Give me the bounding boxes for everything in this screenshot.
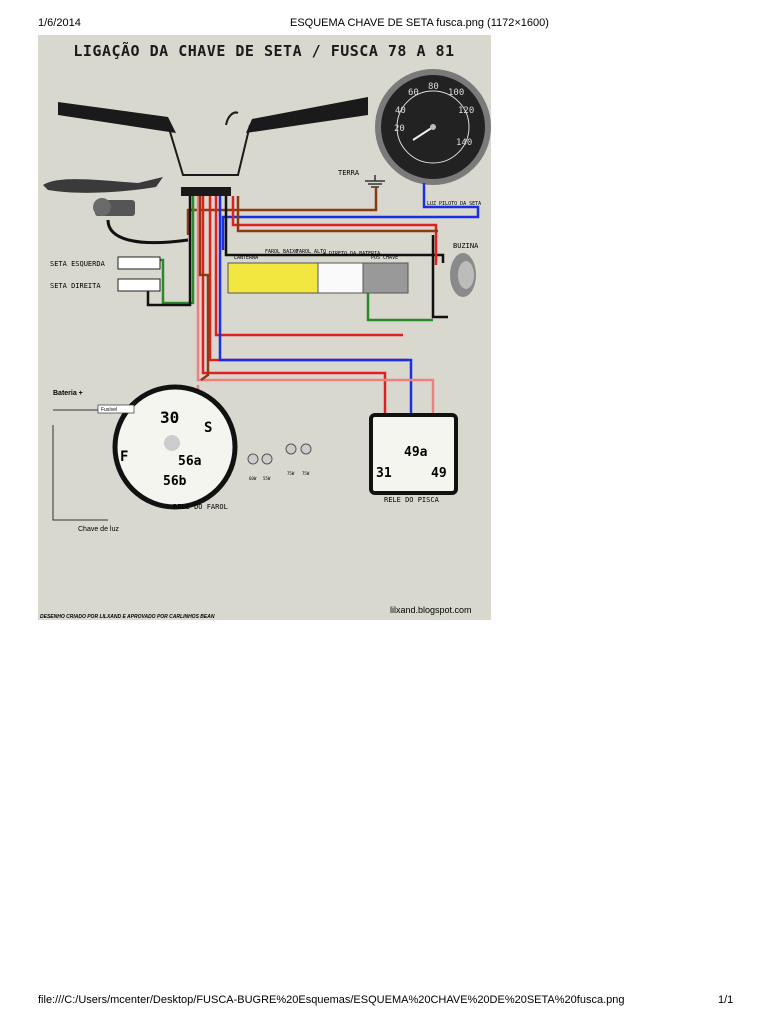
- seta-esquerda-connector: [117, 256, 161, 270]
- svg-text:40: 40: [395, 106, 406, 116]
- lamps: [247, 443, 312, 465]
- diagram-title: LIGAÇÃO DA CHAVE DE SETA / FUSCA 78 A 81: [73, 41, 454, 60]
- svg-text:20: 20: [394, 124, 405, 134]
- fuse-label-lanterna: LANTERNA: [234, 255, 258, 261]
- rele-pisca-label: RELE DO PISCA: [384, 496, 440, 504]
- lamp-watt-2: 55W: [263, 476, 271, 481]
- svg-text:100: 100: [448, 88, 464, 98]
- pisca-terminal-49: 49: [431, 466, 447, 481]
- pisca-relay: 49a 31 49: [369, 413, 458, 495]
- print-date: 1/6/2014: [38, 17, 81, 29]
- speedometer: 20 40 60 80 100 120 140: [375, 69, 491, 185]
- seta-direita-connector: [117, 278, 161, 292]
- wiper-motor: [43, 177, 189, 245]
- lamp-watt-4: 75W: [302, 471, 310, 476]
- farol-terminal-f: F: [120, 449, 128, 465]
- svg-text:60: 60: [408, 88, 419, 98]
- seta-direita-label: SETA DIREITA: [50, 282, 101, 290]
- farol-relay: 30 S F 56a 56b: [112, 384, 238, 510]
- pisca-terminal-49a: 49a: [404, 445, 428, 460]
- bateria-label: Bateria +: [53, 390, 83, 397]
- pisca-terminal-31: 31: [376, 466, 392, 481]
- switch-connector: [181, 187, 231, 196]
- fuse-label-farol-alto: FAROL ALTO: [296, 249, 326, 255]
- chave-de-luz-label: Chave de luz: [78, 526, 119, 533]
- svg-text:120: 120: [458, 106, 474, 116]
- print-page-title: ESQUEMA CHAVE DE SETA fusca.png (1172×16…: [290, 17, 549, 29]
- terra-label: TERRA: [338, 169, 360, 177]
- farol-terminal-56a: 56a: [178, 454, 202, 469]
- fuse-box: LANTERNA FAROL BAIXO FAROL ALTO + DIRETO…: [227, 249, 409, 294]
- lamp-watt-3: 75W: [287, 471, 295, 476]
- blog-url: lilxand.blogspot.com: [390, 605, 472, 615]
- fusivel-box: [97, 404, 135, 414]
- seta-esquerda-label: SETA ESQUERDA: [50, 260, 106, 268]
- steering-wheel: [58, 97, 368, 196]
- fuse-label-direto-bateria: + DIRETO DA BATERIA: [323, 251, 380, 257]
- lamp-watt-1: 60W: [249, 476, 257, 481]
- fuse-label-farol-baixo: FAROL BAIXO: [265, 249, 298, 255]
- wiring-diagram: LIGAÇÃO DA CHAVE DE SETA / FUSCA 78 A 81…: [38, 35, 491, 620]
- ground-symbol: [365, 175, 385, 188]
- fuse-label-pos-chave: POS CHAVE: [371, 255, 398, 261]
- rele-farol-label: RELE DO FAROL: [173, 503, 228, 511]
- horn: [450, 253, 476, 297]
- luz-piloto-label: LUZ PILOTO DA SETA: [427, 201, 481, 207]
- farol-terminal-56b: 56b: [163, 474, 187, 489]
- farol-terminal-s: S: [204, 420, 212, 436]
- print-url: file:///C:/Users/mcenter/Desktop/FUSCA-B…: [38, 994, 625, 1006]
- svg-text:140: 140: [456, 138, 472, 148]
- svg-text:80: 80: [428, 82, 439, 92]
- credit-text: DESENHO CRIADO POR LILXAND E APROVADO PO…: [40, 614, 215, 620]
- buzina-label: BUZINA: [453, 242, 479, 250]
- print-page-count: 1/1: [718, 994, 734, 1006]
- fusivel-label: Fusível: [101, 407, 117, 413]
- farol-terminal-30: 30: [160, 408, 179, 427]
